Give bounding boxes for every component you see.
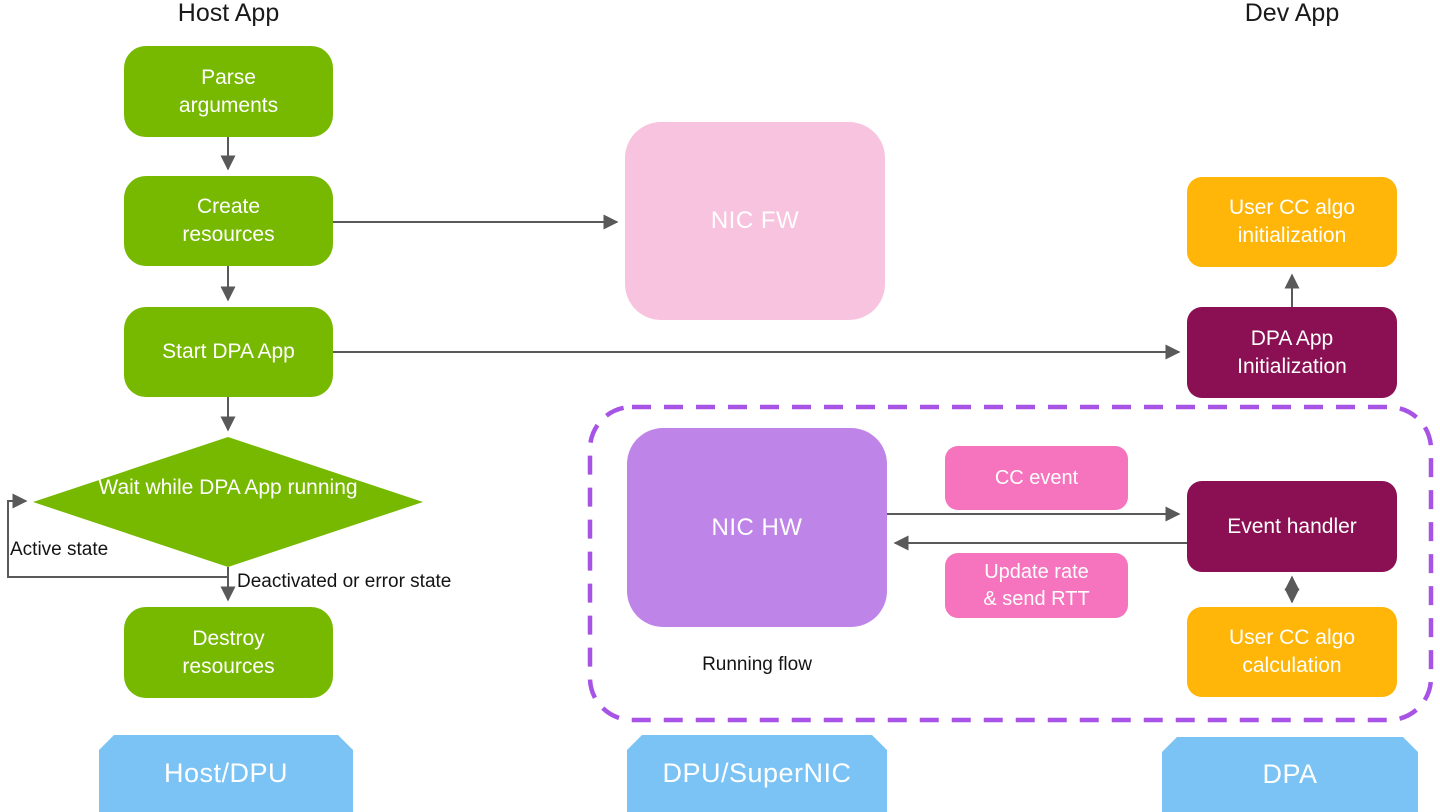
edge-label-deactivated: Deactivated or error state — [237, 571, 452, 592]
node-label: arguments — [178, 93, 279, 117]
node-label: Destroy — [192, 626, 265, 650]
platform-dpa: DPA — [1162, 737, 1418, 812]
node-label: Create — [196, 195, 261, 219]
dev-app-title: Dev App — [1244, 0, 1340, 27]
node-label: Update rate — [984, 561, 1089, 584]
node-label: DPA App — [1250, 326, 1334, 350]
node-start-dpa-app: Start DPA App — [124, 307, 333, 397]
node-label: Start DPA App — [162, 340, 295, 364]
arrow-active-state-loop — [7, 493, 228, 578]
node-update-rate-send-rtt: Update rate & send RTT — [945, 553, 1128, 618]
wait-decision-diamond-shape — [33, 437, 423, 567]
node-label: Wait while DPA — [98, 476, 240, 499]
node-destroy-resources: Destroy resources — [124, 607, 333, 698]
node-label: Parse — [201, 65, 256, 89]
node-label: calculation — [1242, 654, 1342, 677]
platform-label: DPA — [1262, 758, 1318, 789]
node-nic-hw: NIC HW — [627, 428, 887, 627]
node-cc-event: CC event — [945, 446, 1128, 510]
node-label: User CC algo — [1228, 196, 1356, 220]
node-event-handler: Event handler — [1187, 481, 1397, 572]
node-parse-arguments: Parse arguments — [124, 46, 333, 137]
node-label: Event handler — [1227, 514, 1357, 538]
node-label: NIC HW — [711, 513, 803, 541]
node-label: App running — [244, 476, 358, 499]
node-label: Initialization — [1237, 354, 1347, 378]
platform-host-dpu: Host/DPU — [99, 735, 353, 812]
node-label: CC event — [994, 466, 1079, 489]
platform-label: Host/DPU — [163, 757, 289, 788]
node-label: resources — [182, 654, 275, 678]
node-dpa-app-initialization: DPA App Initialization — [1187, 307, 1397, 398]
edge-label-active-state: Active state — [10, 539, 109, 560]
node-user-cc-algo-calculation: User CC algo calculation — [1187, 607, 1397, 697]
node-label: & send RTT — [983, 587, 1090, 610]
node-label: initialization — [1237, 224, 1347, 247]
node-nic-fw: NIC FW — [625, 122, 885, 320]
node-wait-decision-label: Wait while DPA App running — [78, 474, 378, 502]
host-app-title: Host App — [177, 0, 280, 27]
node-label: User CC algo — [1228, 626, 1356, 650]
node-create-resources: Create resources — [124, 176, 333, 266]
node-label: resources — [182, 223, 275, 246]
node-user-cc-algo-initialization: User CC algo initialization — [1187, 177, 1397, 267]
node-label: NIC FW — [710, 207, 800, 235]
running-flow-dashed-container — [587, 404, 1434, 723]
platform-dpu-supernic: DPU/SuperNIC — [627, 735, 887, 812]
running-flow-label: Running flow — [702, 654, 812, 675]
platform-label: DPU/SuperNIC — [662, 757, 852, 788]
